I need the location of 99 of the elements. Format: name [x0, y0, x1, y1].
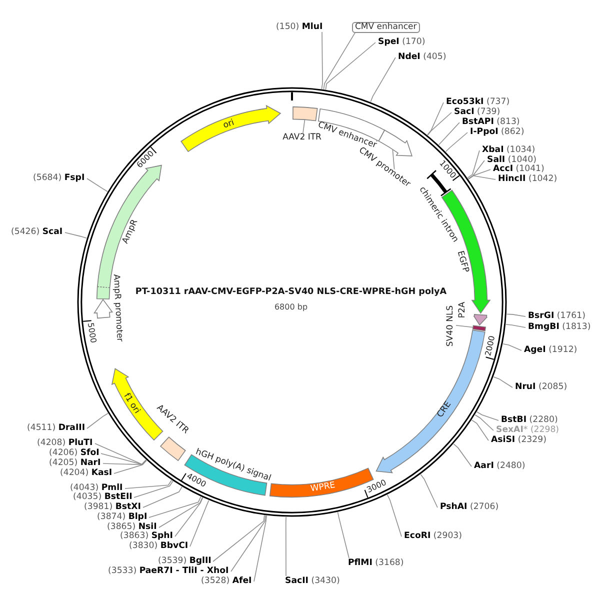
restriction-site-label: (4043) PmlI: [70, 484, 123, 493]
restriction-site-label: SpeI (170): [378, 38, 426, 47]
leader-line: [302, 120, 306, 134]
leader-line: [124, 480, 172, 489]
restriction-site-label: PshAI (2706): [440, 502, 499, 512]
leader-line: [467, 150, 480, 178]
restriction-site-label: NdeI (405): [398, 52, 446, 62]
leader-line: [427, 112, 452, 136]
leader-line: [445, 132, 468, 152]
restriction-site-label: BstAPI (813): [462, 118, 520, 127]
feature-label: ori: [222, 118, 236, 132]
plasmid-size-label: 6800 bp: [274, 304, 308, 312]
leader-line: [254, 515, 267, 582]
boxed-feature-label: CMV enhancer: [352, 22, 420, 33]
restriction-site-label: I-PpoI (862): [470, 128, 524, 137]
restriction-site-label: (4204) KasI: [60, 468, 112, 478]
scale-label: 4000: [184, 472, 207, 490]
leader-line: [506, 324, 526, 328]
restriction-site-label: HincII (1042): [498, 174, 558, 184]
restriction-site-label: SalI (1040): [487, 156, 536, 165]
restriction-site-label: Eco53kI (737): [446, 98, 510, 107]
leader-line: [86, 178, 108, 192]
leader-line: [502, 343, 522, 351]
restriction-site-label: NruI (2085): [515, 382, 568, 392]
leader-line: [142, 486, 182, 508]
leader-line: [230, 515, 266, 572]
restriction-site-label: BmgBI (1813): [528, 322, 591, 332]
leader-line: [471, 420, 489, 441]
leader-line: [86, 412, 108, 429]
feature-label: AAV2 ITR: [282, 133, 322, 143]
leader-line: [386, 494, 402, 537]
leader-line: [134, 480, 174, 498]
restriction-site-label: AarI (2480): [474, 462, 526, 471]
leader-line: [337, 512, 350, 558]
leader-line: [506, 314, 526, 317]
leader-line: [190, 500, 210, 547]
leader-line: [453, 444, 472, 467]
leader-line: [114, 460, 147, 474]
restriction-site-label: (3865) NsiI: [107, 522, 157, 532]
restriction-site-label: (5684) FspI: [33, 174, 85, 183]
leader-line: [468, 169, 491, 180]
leader-line: [456, 324, 474, 328]
restriction-site-label: SacII (3430): [285, 576, 340, 586]
leader-line: [321, 32, 323, 90]
leader-line: [370, 57, 396, 102]
leader-line: [468, 175, 496, 180]
leader-line: [474, 414, 494, 431]
leader-line: [476, 411, 499, 421]
feature-label: SV40 NLS: [446, 305, 456, 347]
restriction-site-label: (4208) PluTI: [37, 438, 93, 448]
feature-label: WPRE: [310, 481, 336, 495]
restriction-site-label: XbaI (1034): [482, 146, 536, 155]
leader-line: [427, 102, 444, 136]
leader-line: [285, 516, 286, 576]
leader-line: [174, 497, 204, 537]
leader-line: [468, 160, 485, 180]
restriction-site-label: (3874) BlpI: [97, 512, 148, 522]
leader-line: [392, 150, 395, 170]
leader-line: [158, 497, 203, 528]
feature-label: f1 ori: [121, 392, 141, 416]
leader-line: [438, 122, 460, 146]
restriction-site-label: EcoRI (2903): [404, 532, 462, 541]
restriction-site-label: (3830) BbvCI: [129, 542, 188, 551]
plasmid-title: PT-10311 rAAV-CMV-EGFP-P2A-SV40 NLS-CRE-WPRE-hGH polyA: [135, 288, 447, 298]
scale-label: 5000: [84, 322, 97, 344]
scale-label: 3000: [366, 478, 388, 496]
restriction-site-label: BstBI (2280): [501, 416, 558, 425]
restriction-site-label: (3533) PaeR7I - TliI - XhoI: [108, 566, 229, 576]
restriction-site-label: (4511) DraIII: [27, 424, 86, 433]
feature-label: P2A: [458, 302, 468, 318]
restriction-site-label: (150) MluI: [276, 22, 323, 32]
restriction-site-label: PflMI (3168): [348, 558, 404, 568]
restriction-site-label: AccI (1041): [493, 164, 544, 174]
restriction-site-label: (5426) ScaI: [11, 228, 63, 237]
leader-line: [420, 474, 438, 508]
leader-line: [325, 42, 376, 90]
leader-line: [148, 496, 202, 518]
restriction-site-label: (4035) BstEII: [73, 492, 132, 502]
leader-line: [64, 232, 87, 239]
restriction-site-label: AsiSI (2329): [491, 436, 546, 445]
leader-line: [212, 514, 265, 562]
restriction-site-label: AgeI (1912): [524, 346, 578, 355]
restriction-site-label: (4205) NarI: [49, 458, 101, 468]
feature-label: EGFP: [454, 250, 470, 274]
leader-line: [100, 453, 147, 465]
leader-line: [493, 376, 513, 388]
restriction-site-label: SacI (739): [454, 108, 500, 117]
leader-line: [94, 443, 146, 465]
feature-label: AmpR promoter: [110, 274, 124, 342]
restriction-site-label: (3539) BglII: [158, 556, 212, 566]
scale-label: 2000: [484, 334, 498, 356]
leader-line: [102, 460, 147, 466]
restriction-site-label: (3528) AfeI: [201, 576, 252, 586]
leader-line: [323, 32, 356, 90]
restriction-site-label: BsrGI (1761): [528, 312, 586, 321]
restriction-site-label: (3981) BstXI: [84, 502, 141, 512]
restriction-site-label: SexAI* (2298): [496, 426, 560, 435]
restriction-site-label: (3863) SphI: [120, 532, 173, 541]
restriction-site-label: (4206) SfoI: [49, 448, 100, 458]
